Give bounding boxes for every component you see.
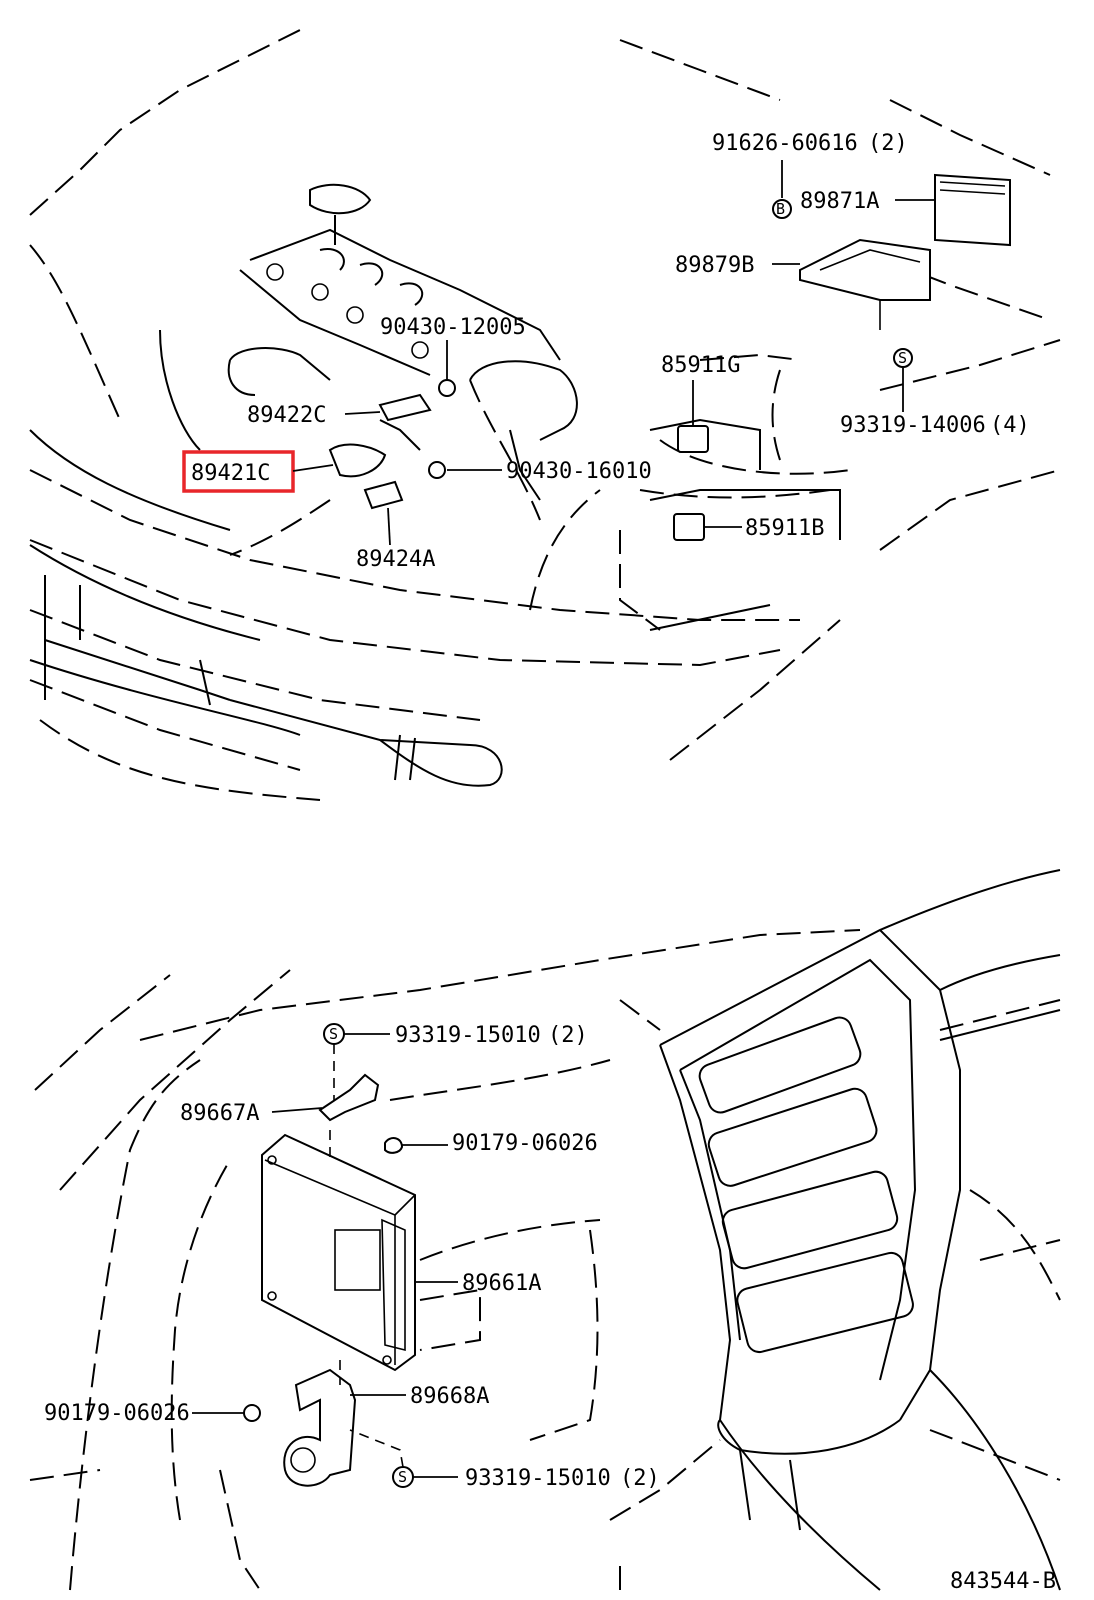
svg-text:89421C: 89421C: [191, 461, 270, 486]
svg-text:85911B: 85911B: [745, 516, 824, 541]
svg-text:(2): (2): [548, 1023, 588, 1048]
callout-89879B: 89879B: [675, 253, 800, 278]
screw-s-icon: S: [392, 1466, 414, 1488]
callout-91626-60616: 91626-60616 (2): [712, 131, 908, 198]
callout-89661A: 89661A: [415, 1271, 541, 1296]
svg-text:89424A: 89424A: [356, 547, 435, 572]
screw-s-icon: S: [323, 1023, 345, 1045]
callout-85911G: 85911G: [661, 353, 740, 426]
callout-93319-14006: 93319-14006 (4): [840, 368, 1030, 438]
svg-text:89667A: 89667A: [180, 1101, 259, 1126]
callout-89668A: 89668A: [350, 1384, 489, 1409]
callout-89667A: 89667A: [180, 1101, 323, 1126]
callout-93319-15010-top: 93319-15010 (2): [333, 1023, 588, 1100]
svg-text:90179-06026: 90179-06026: [452, 1131, 598, 1156]
svg-text:93319-15010: 93319-15010: [465, 1466, 611, 1491]
svg-text:90430-16010: 90430-16010: [506, 459, 652, 484]
dashboard-illustration: [29, 869, 1061, 1591]
callout-90430-16010: 90430-16010: [447, 459, 652, 484]
svg-text:89661A: 89661A: [462, 1271, 541, 1296]
svg-text:S: S: [898, 349, 907, 367]
callout-89421C: 89421C: [182, 450, 334, 493]
svg-text:S: S: [329, 1025, 338, 1043]
callout-85911B: 85911B: [705, 516, 824, 541]
svg-text:90430-12005: 90430-12005: [380, 315, 526, 340]
engine-bay-illustration: [29, 29, 1061, 801]
svg-text:89668A: 89668A: [410, 1384, 489, 1409]
svg-text:S: S: [398, 1468, 407, 1486]
callout-89424A: 89424A: [356, 507, 435, 572]
svg-text:(4): (4): [990, 413, 1030, 438]
bolt-b-icon: B: [772, 199, 792, 219]
callout-93319-15010-bottom: 93319-15010 (2): [349, 1429, 660, 1491]
callout-90179-06026-lower: 90179-06026: [44, 1401, 244, 1426]
svg-text:89879B: 89879B: [675, 253, 754, 278]
svg-text:85911G: 85911G: [661, 353, 740, 378]
svg-text:93319-14006: 93319-14006: [840, 413, 986, 438]
highlight-box: [182, 450, 295, 493]
svg-text:89422C: 89422C: [247, 403, 326, 428]
svg-text:89871A: 89871A: [800, 189, 879, 214]
svg-text:91626-60616: 91626-60616: [712, 131, 858, 156]
drawing-number: 843544-B: [950, 1569, 1056, 1594]
callout-89422C: 89422C: [247, 403, 381, 428]
svg-text:(2): (2): [620, 1466, 660, 1491]
callout-90430-12005: 90430-12005: [380, 315, 526, 380]
svg-text:(2): (2): [868, 131, 908, 156]
svg-text:B: B: [776, 200, 785, 218]
screw-s-icon: S: [893, 348, 913, 368]
callout-89871A: 89871A: [800, 189, 935, 214]
svg-text:93319-15010: 93319-15010: [395, 1023, 541, 1048]
callout-90179-06026-upper: 90179-06026: [402, 1131, 598, 1156]
svg-text:90179-06026: 90179-06026: [44, 1401, 190, 1426]
